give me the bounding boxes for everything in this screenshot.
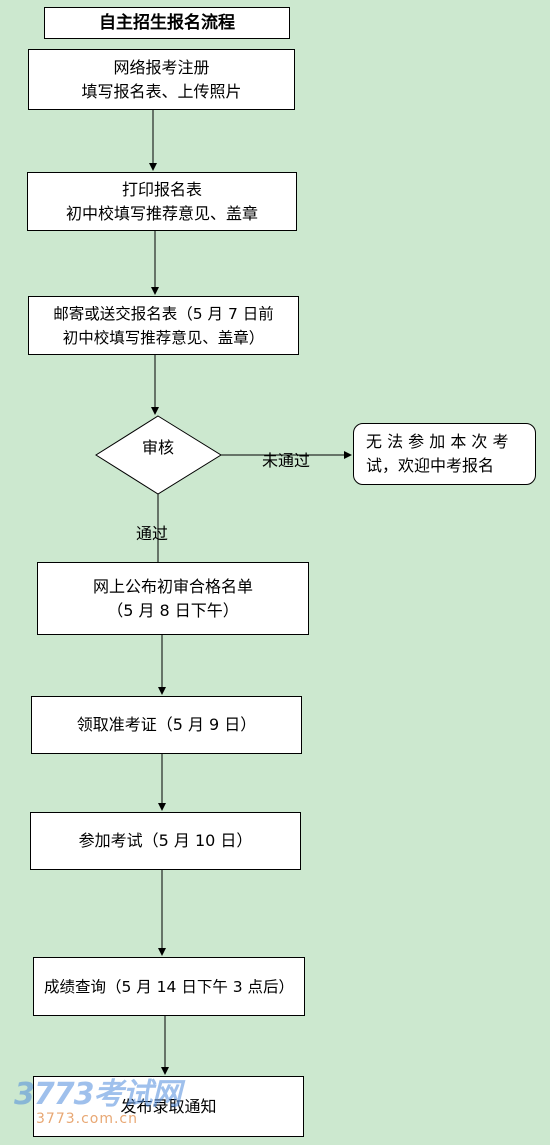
step-publish-line1: 网上公布初审合格名单: [92, 576, 253, 596]
step-register: 网络报考注册 填写报名表、上传照片: [28, 49, 295, 110]
step-reject: 无 法 参 加 本 次 考 试，欢迎中考报名: [353, 423, 536, 485]
step-publish: 网上公布初审合格名单 （5 月 8 日下午）: [37, 562, 309, 635]
step-ticket: 领取准考证（5 月 9 日）: [31, 696, 302, 754]
step-notice: 发布录取通知: [33, 1076, 304, 1137]
edge-fail-label: 未通过: [262, 451, 311, 470]
edge-pass-label: 通过: [136, 524, 169, 543]
step-notice-line1: 发布录取通知: [120, 1096, 217, 1116]
step-mail-line1: 邮寄或送交报名表（5 月 7 日前: [53, 304, 274, 323]
flow-title: 自主招生报名流程: [44, 7, 290, 39]
step-publish-line2: （5 月 8 日下午）: [107, 600, 239, 620]
step-mail-line2: 初中校填写推荐意见、盖章）: [62, 328, 265, 347]
step-print-line2: 初中校填写推荐意见、盖章: [65, 203, 258, 223]
review-label: 审核: [141, 438, 174, 457]
step-print: 打印报名表 初中校填写推荐意见、盖章: [27, 172, 297, 231]
step-score-line1: 成绩查询（5 月 14 日下午 3 点后）: [43, 977, 295, 996]
step-score: 成绩查询（5 月 14 日下午 3 点后）: [33, 957, 305, 1016]
step-reject-line2: 试，欢迎中考报名: [366, 456, 495, 475]
step-print-line1: 打印报名表: [121, 179, 202, 199]
flow-title-text: 自主招生报名流程: [99, 13, 235, 33]
step-exam: 参加考试（5 月 10 日）: [30, 812, 301, 870]
step-register-line2: 填写报名表、上传照片: [81, 81, 242, 101]
step-mail: 邮寄或送交报名表（5 月 7 日前 初中校填写推荐意见、盖章）: [28, 296, 299, 355]
step-register-line1: 网络报考注册: [113, 57, 210, 77]
step-reject-line1: 无 法 参 加 本 次 考: [366, 432, 509, 451]
step-exam-line1: 参加考试（5 月 10 日）: [78, 831, 253, 850]
step-ticket-line1: 领取准考证（5 月 9 日）: [76, 715, 257, 734]
